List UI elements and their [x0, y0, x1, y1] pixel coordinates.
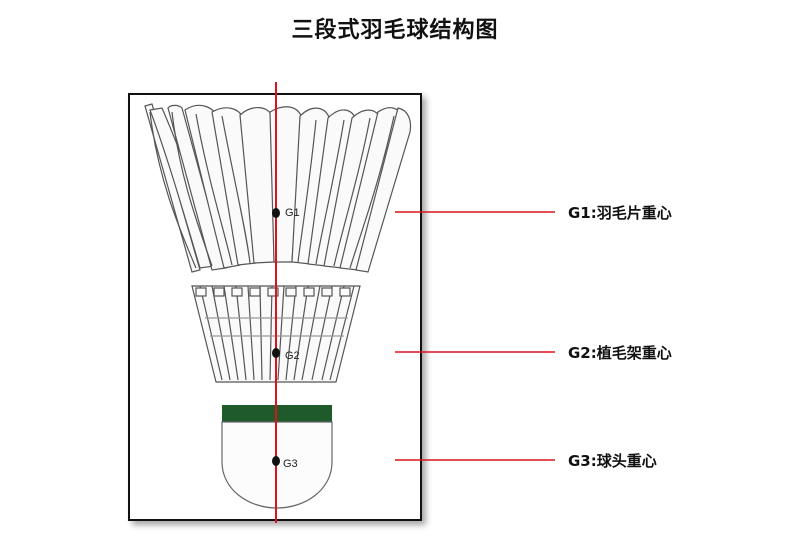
callout-g3-text: G3:球头重心 [568, 450, 657, 471]
callout-g2-text: G2:植毛架重心 [568, 342, 672, 363]
g3-point-marker [272, 456, 280, 466]
g2-point-label: G2 [285, 350, 300, 362]
feather-section [145, 104, 411, 272]
g1-point-label: G1 [285, 207, 300, 219]
callout-g1-text: G1:羽毛片重心 [568, 202, 672, 223]
g3-point-label: G3 [283, 458, 298, 470]
g1-point-marker [272, 208, 280, 218]
g2-point-marker [272, 348, 280, 358]
